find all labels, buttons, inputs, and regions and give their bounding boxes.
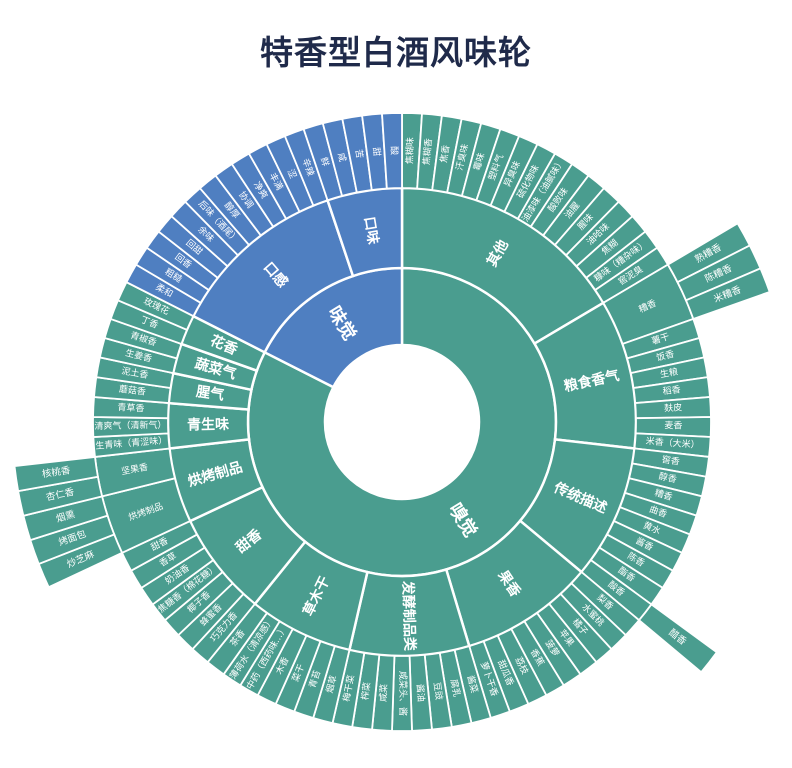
sunburst-segment-level2[interactable]: 发酵制品类: [347, 567, 471, 658]
segment-label: 焦糊味: [403, 137, 416, 164]
sunburst-segment-level2[interactable]: 青生味: [166, 401, 251, 450]
sunburst-segment-level3[interactable]: 麦香: [634, 416, 712, 438]
segment-label: 麦香: [664, 419, 682, 431]
segment-label: 生粮: [659, 365, 679, 380]
segment-label: 发酵制品类: [399, 580, 418, 653]
sunburst-segment-level3[interactable]: 塑料气: [475, 127, 521, 207]
sunburst-segment-level3[interactable]: 菜干: [274, 634, 322, 713]
sunburst-segment-level3[interactable]: 焦糊味: [401, 112, 423, 190]
sunburst-segment-level3[interactable]: 腐乳: [438, 648, 473, 728]
sunburst-segment-level3[interactable]: 醇香: [628, 462, 708, 498]
segment-label: 清爽气（清新气）: [94, 419, 166, 432]
segment-label: 苦: [353, 148, 366, 159]
sunburst-segment-level4[interactable]: 米糟香: [684, 267, 771, 321]
sunburst-segment-level3[interactable]: 丰满: [247, 143, 301, 220]
sunburst-segment-level3[interactable]: 涩: [265, 134, 315, 213]
segment-label: 杏仁香: [45, 486, 76, 504]
segment-label: 腐乳: [448, 678, 463, 698]
segment-label: 口味: [361, 215, 381, 245]
chart-title: 特香型白酒风味轮: [260, 33, 532, 72]
sunburst-segment-level3[interactable]: 酯香: [589, 546, 664, 606]
segment-label: 咸: [335, 151, 349, 162]
segment-label: 酸: [388, 146, 399, 155]
segment-label: 醇香: [658, 470, 678, 485]
segment-label: 焦香: [437, 144, 452, 164]
segment-label: 烟熏: [55, 508, 77, 525]
sunburst-segment-level3[interactable]: 清爽气（清新气）: [92, 416, 170, 438]
segment-label: 榨菜: [359, 681, 373, 700]
segment-label: 腥气: [195, 383, 225, 404]
sunburst-segment-level3[interactable]: 荔枝: [496, 627, 548, 706]
sunburst-segment-level3[interactable]: 酸: [381, 112, 403, 190]
segment-label: 酱油: [414, 683, 427, 702]
segment-label: 坚果香: [120, 462, 149, 478]
sunburst-segment-level4[interactable]: 烟熏: [22, 495, 109, 542]
sunburst-segment-level3[interactable]: 酱菜: [453, 645, 492, 725]
sunburst-segment-level3[interactable]: 焦糊香: [416, 112, 443, 191]
segment-label: 青草香: [117, 401, 145, 414]
segment-label: 咸菜头、酱: [397, 671, 409, 716]
segment-label: 青生味: [187, 416, 229, 434]
sunburst-segment-level3[interactable]: 豆豉: [423, 651, 453, 731]
sunburst-segment-level2[interactable]: 口感: [191, 198, 355, 354]
sunburst-segment-level3[interactable]: 甜香: [120, 519, 199, 572]
segment-label: 窖香: [661, 453, 681, 467]
segment-label: 稻香: [662, 384, 681, 397]
segment-label: 麸皮: [664, 401, 683, 414]
segment-label: 鲜: [318, 156, 332, 168]
segment-label: 甜: [370, 147, 383, 157]
sunburst-segment-level3[interactable]: 椰子香: [163, 570, 234, 637]
sunburst-segment-level4[interactable]: 醋香: [637, 603, 719, 674]
segment-arc[interactable]: [381, 112, 403, 190]
segment-label: 涩: [285, 168, 299, 181]
segment-label: 焦糊香: [420, 138, 435, 166]
sunburst-segment-level3[interactable]: 咸菜头、酱: [391, 654, 413, 732]
sunburst-segment-level4[interactable]: 陈糟香: [676, 244, 762, 302]
segment-label: 豆豉: [431, 681, 445, 700]
segment-label: 核桃香: [41, 464, 71, 480]
segment-label: 蘑菇香: [118, 383, 146, 398]
segment-label: 咸菜: [377, 683, 390, 702]
sunburst-segment-level3[interactable]: 木香: [256, 627, 308, 706]
sunburst-segment-level4[interactable]: 炒芝麻: [37, 533, 124, 589]
